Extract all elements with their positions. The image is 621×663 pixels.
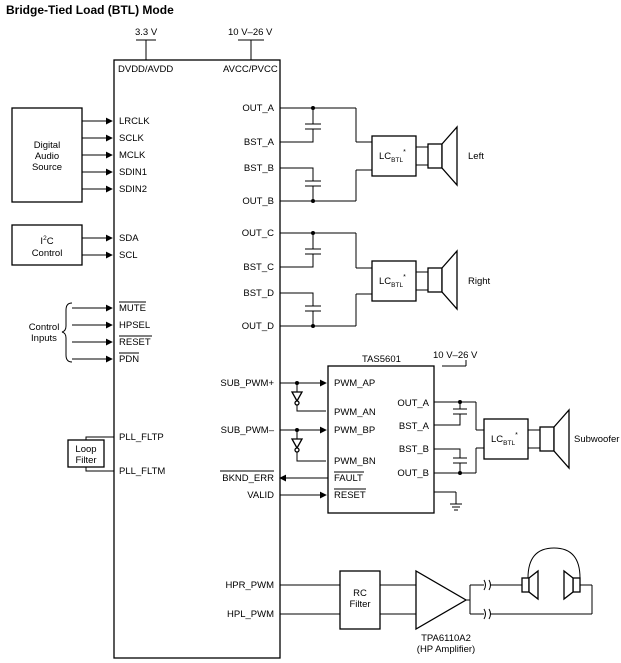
control-inputs-line2: Inputs [31, 333, 57, 344]
pin-sclk: SCLK [119, 133, 144, 144]
tas-reset: RESET [334, 490, 366, 501]
pin-pll-fltm: PLL_FLTM [119, 466, 165, 477]
pin-hpl-pwm: HPL_PWM [227, 609, 274, 620]
supply-10-26: 10 V–26 V [228, 27, 273, 38]
pin-sub-pwm-minus: SUB_PWM– [221, 425, 275, 436]
pin-lrclk: LRCLK [119, 116, 150, 127]
pin-dvdd: DVDD/AVDD [118, 64, 173, 75]
tas-bst-b: BST_B [399, 444, 429, 455]
speaker-sub-icon [539, 408, 570, 470]
tas-fault: FAULT [334, 473, 363, 484]
loop-filter-line2: Filter [75, 455, 96, 466]
control-inputs-brace [61, 302, 73, 363]
diagram-title: Bridge-Tied Load (BTL) Mode [6, 3, 174, 17]
pin-bst-c: BST_C [243, 262, 274, 273]
pin-avcc: AVCC/PVCC [223, 64, 278, 75]
headphones-icon [521, 547, 581, 601]
tas-out-a: OUT_A [397, 398, 429, 409]
i2c-label: I2C [40, 235, 53, 247]
rc-filter-line2: Filter [349, 599, 370, 610]
tas-pwm-bn: PWM_BN [334, 456, 376, 467]
speaker-left-icon [427, 125, 458, 187]
tas-pwm-bp: PWM_BP [334, 425, 375, 436]
pin-pll-fltp: PLL_FLTP [119, 432, 164, 443]
lc-btl-sub [483, 418, 529, 460]
pin-out-a: OUT_A [242, 103, 274, 114]
pin-bst-a: BST_A [244, 137, 275, 148]
digital-audio-line3: Source [32, 162, 62, 173]
tas5601-name: TAS5601 [362, 354, 401, 365]
loop-filter-line1: Loop [75, 444, 96, 455]
supply-10-26-tas: 10 V–26 V [433, 350, 478, 361]
loop-filter-block [67, 439, 105, 468]
pin-bknd-err: BKND_ERR [222, 473, 274, 484]
digital-audio-line1: Digital [34, 140, 60, 151]
main-chip [113, 59, 281, 659]
pin-sub-pwm-plus: SUB_PWM+ [220, 378, 274, 389]
control-inputs-line1: Control [29, 322, 60, 333]
pin-out-d: OUT_D [242, 321, 274, 332]
pin-hpr-pwm: HPR_PWM [225, 580, 274, 591]
lc-btl-sub-label: LCBTL* [491, 432, 518, 447]
lc-btl-right [371, 260, 417, 302]
tas-pwm-an: PWM_AN [334, 407, 376, 418]
tas-pwm-ap: PWM_AP [334, 378, 375, 389]
i2c-control-label: Control [32, 248, 63, 259]
tas-out-b: OUT_B [397, 468, 429, 479]
hp-amp-desc: (HP Amplifier) [417, 644, 475, 655]
pin-scl: SCL [119, 250, 137, 261]
pin-sdin1: SDIN1 [119, 167, 147, 178]
tas-bst-a: BST_A [399, 421, 430, 432]
pin-mute: MUTE [119, 303, 146, 314]
pin-sdin2: SDIN2 [119, 184, 147, 195]
lc-btl-left-label: LCBTL* [379, 149, 406, 164]
pin-bst-d: BST_D [243, 288, 274, 299]
speaker-left-label: Left [468, 151, 484, 162]
pin-hpsel: HPSEL [119, 320, 150, 331]
lc-btl-right-label: LCBTL* [379, 274, 406, 289]
digital-audio-source-block [11, 107, 83, 203]
rc-filter-line1: RC [353, 588, 367, 599]
digital-audio-line2: Audio [35, 151, 59, 162]
pin-mclk: MCLK [119, 150, 146, 161]
pin-pdn: PDN [119, 354, 139, 365]
supply-3v3: 3.3 V [135, 27, 158, 38]
hp-amplifier-icon [415, 569, 468, 631]
speaker-right-label: Right [468, 276, 491, 287]
pin-sda: SDA [119, 233, 139, 244]
speaker-right-icon [427, 249, 458, 311]
hp-amp-name: TPA6110A2 [421, 633, 471, 644]
rc-filter-block [339, 570, 381, 630]
pin-reset: RESET [119, 337, 151, 348]
lc-btl-left [371, 135, 417, 177]
speaker-sub-label: Subwoofer [574, 434, 619, 445]
pin-bst-b: BST_B [244, 163, 274, 174]
i2c-control-block [11, 224, 83, 266]
pin-out-c: OUT_C [242, 228, 274, 239]
pin-valid: VALID [247, 490, 274, 501]
pin-out-b: OUT_B [242, 196, 274, 207]
